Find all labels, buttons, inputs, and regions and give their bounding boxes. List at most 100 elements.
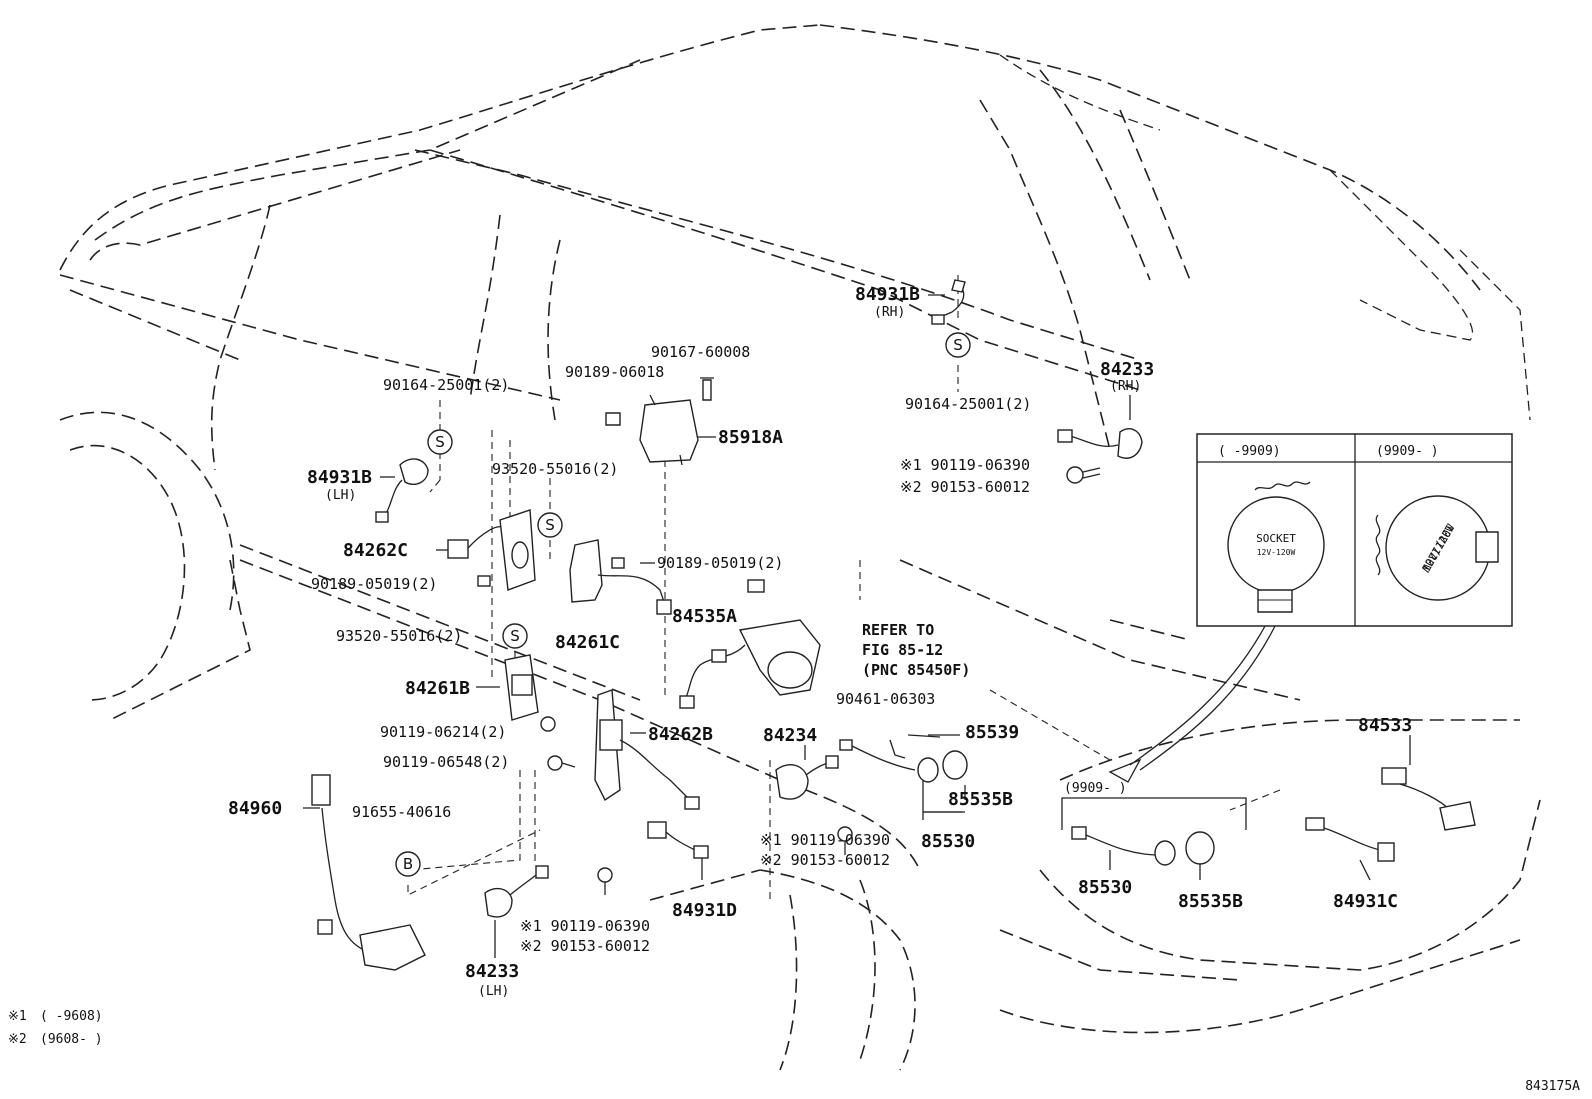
label-85535B-right: 85535B [1178, 891, 1243, 912]
part-90189-clip-top [605, 412, 621, 426]
label-90119-06548: 90119-06548(2) [383, 753, 509, 771]
part-85539-tape [907, 734, 941, 738]
label-84261B: 84261B [405, 678, 470, 699]
part-90167-bolt [700, 377, 714, 401]
socket-label: SOCKET [1256, 532, 1296, 545]
label-84931B-rh: 84931B [855, 284, 920, 305]
label-84533: 84533 [1358, 715, 1412, 736]
label-84931B-lh: 84931B [307, 467, 372, 488]
part-84234 [775, 755, 839, 800]
note-1-text: ( -9608) [40, 1009, 103, 1024]
part-85918A [639, 394, 699, 466]
part-84262B [594, 689, 700, 810]
part-90119-screw-b [597, 867, 613, 895]
label-85539: 85539 [965, 722, 1019, 743]
inset-right-header: (9909- ) [1376, 444, 1439, 459]
label-lh-2: (LH) [478, 984, 509, 999]
label-90164-lh: 90164-25001(2) [383, 376, 509, 394]
part-90461-clip [889, 739, 906, 759]
svg-text:S: S [953, 336, 963, 354]
symbol-s-mid: S [502, 623, 528, 649]
note-2-mark: ※2 [8, 1032, 27, 1047]
bracket-9909 [1061, 797, 1247, 830]
inset-arrow [1108, 625, 1276, 783]
part-84233-lh [484, 865, 549, 918]
vehicle-outline [59, 24, 1541, 1071]
label-lh-1: (LH) [325, 488, 356, 503]
socket-rating: 12V-120W [1257, 548, 1296, 557]
svg-text:S: S [545, 516, 555, 534]
label-refer-3: (PNC 85450F) [862, 661, 970, 679]
label-93520-bottom: 93520-55016(2) [336, 627, 462, 645]
part-84261C [569, 539, 672, 615]
footnotes: ※1 ( -9608) ※2 (9608- ) [8, 1009, 103, 1047]
label-84931D: 84931D [672, 900, 737, 921]
label-84535A: 84535A [672, 606, 737, 627]
label-90153-60012-a: ※2 90153-60012 [900, 478, 1030, 496]
label-84261C: 84261C [555, 632, 620, 653]
svg-text:S: S [510, 627, 520, 645]
part-84960 [311, 774, 426, 971]
part-84931B-lh [375, 458, 429, 523]
part-85535B-mid [942, 750, 968, 780]
label-85535B-mid: 85535B [948, 789, 1013, 810]
label-84262B: 84262B [648, 724, 713, 745]
label-90119-06390-b: ※1 90119-06390 [760, 831, 890, 849]
label-84233-lh: 84233 [465, 961, 519, 982]
label-85918A: 85918A [718, 427, 783, 448]
svg-text:B: B [403, 855, 413, 873]
part-85535B-right [1185, 831, 1215, 865]
label-90119-06390-c: ※1 90119-06390 [520, 917, 650, 935]
part-84535A [679, 579, 821, 709]
symbol-s-lh: S [427, 429, 453, 455]
part-84262C [447, 509, 536, 591]
label-84233-rh: 84233 [1100, 359, 1154, 380]
svg-text:S: S [435, 433, 445, 451]
label-84931C: 84931C [1333, 891, 1398, 912]
label-rh-1: (RH) [874, 305, 905, 320]
part-90119-06214-screw [540, 716, 556, 732]
label-90189-05019-right: 90189-05019(2) [657, 554, 783, 572]
symbol-s-top: S [537, 512, 563, 538]
part-84931C [1305, 817, 1395, 862]
part-90189-clip-left [477, 575, 491, 587]
label-93520-top: 93520-55016(2) [492, 460, 618, 478]
label-90189-06018: 90189-06018 [565, 363, 664, 381]
label-84234: 84234 [763, 725, 817, 746]
part-85530-mid [839, 739, 939, 783]
part-84931D [647, 821, 709, 859]
symbol-b: B [395, 851, 421, 877]
label-90153-60012-c: ※2 90153-60012 [520, 937, 650, 955]
note-2-text: (9608- ) [40, 1032, 103, 1047]
label-84960: 84960 [228, 798, 282, 819]
part-84931B-rh [931, 279, 966, 325]
label-90164-rh: 90164-25001(2) [905, 395, 1031, 413]
label-91655-40616: 91655-40616 [352, 803, 451, 821]
part-labels: 84931B (RH) 90167-60008 90189-06018 8591… [228, 284, 1412, 999]
label-90119-06390-a: ※1 90119-06390 [900, 456, 1030, 474]
part-90119-screw-a [1066, 466, 1101, 484]
figure-code: 843175A [1525, 1079, 1580, 1094]
label-90153-60012-b: ※2 90153-60012 [760, 851, 890, 869]
symbol-s-rh: S [945, 332, 971, 358]
part-84533 [1381, 767, 1476, 831]
label-90461-06303: 90461-06303 [836, 690, 935, 708]
part-84261B [504, 654, 539, 721]
label-rh-2: (RH) [1110, 379, 1141, 394]
label-85530-mid: 85530 [921, 831, 975, 852]
inset-left-header: ( -9909) [1218, 444, 1281, 459]
part-85530-right [1071, 826, 1176, 866]
socket-inset: ( -9909) (9909- ) SOCKET 12V-120W 12V/12… [1196, 433, 1513, 627]
part-90119-screw-c [837, 826, 853, 855]
label-84262C: 84262C [343, 540, 408, 561]
label-refer-2: FIG 85-12 [862, 641, 943, 659]
part-90119-06548-screw [547, 755, 576, 771]
part-84233-rh [1057, 428, 1143, 459]
label-85530-right: 85530 [1078, 877, 1132, 898]
label-bracket-9909: (9909- ) [1064, 781, 1127, 796]
label-90167-60008: 90167-60008 [651, 343, 750, 361]
label-90189-05019-left: 90189-05019(2) [311, 575, 437, 593]
label-refer-1: REFER TO [862, 621, 934, 639]
note-1-mark: ※1 [8, 1009, 27, 1024]
